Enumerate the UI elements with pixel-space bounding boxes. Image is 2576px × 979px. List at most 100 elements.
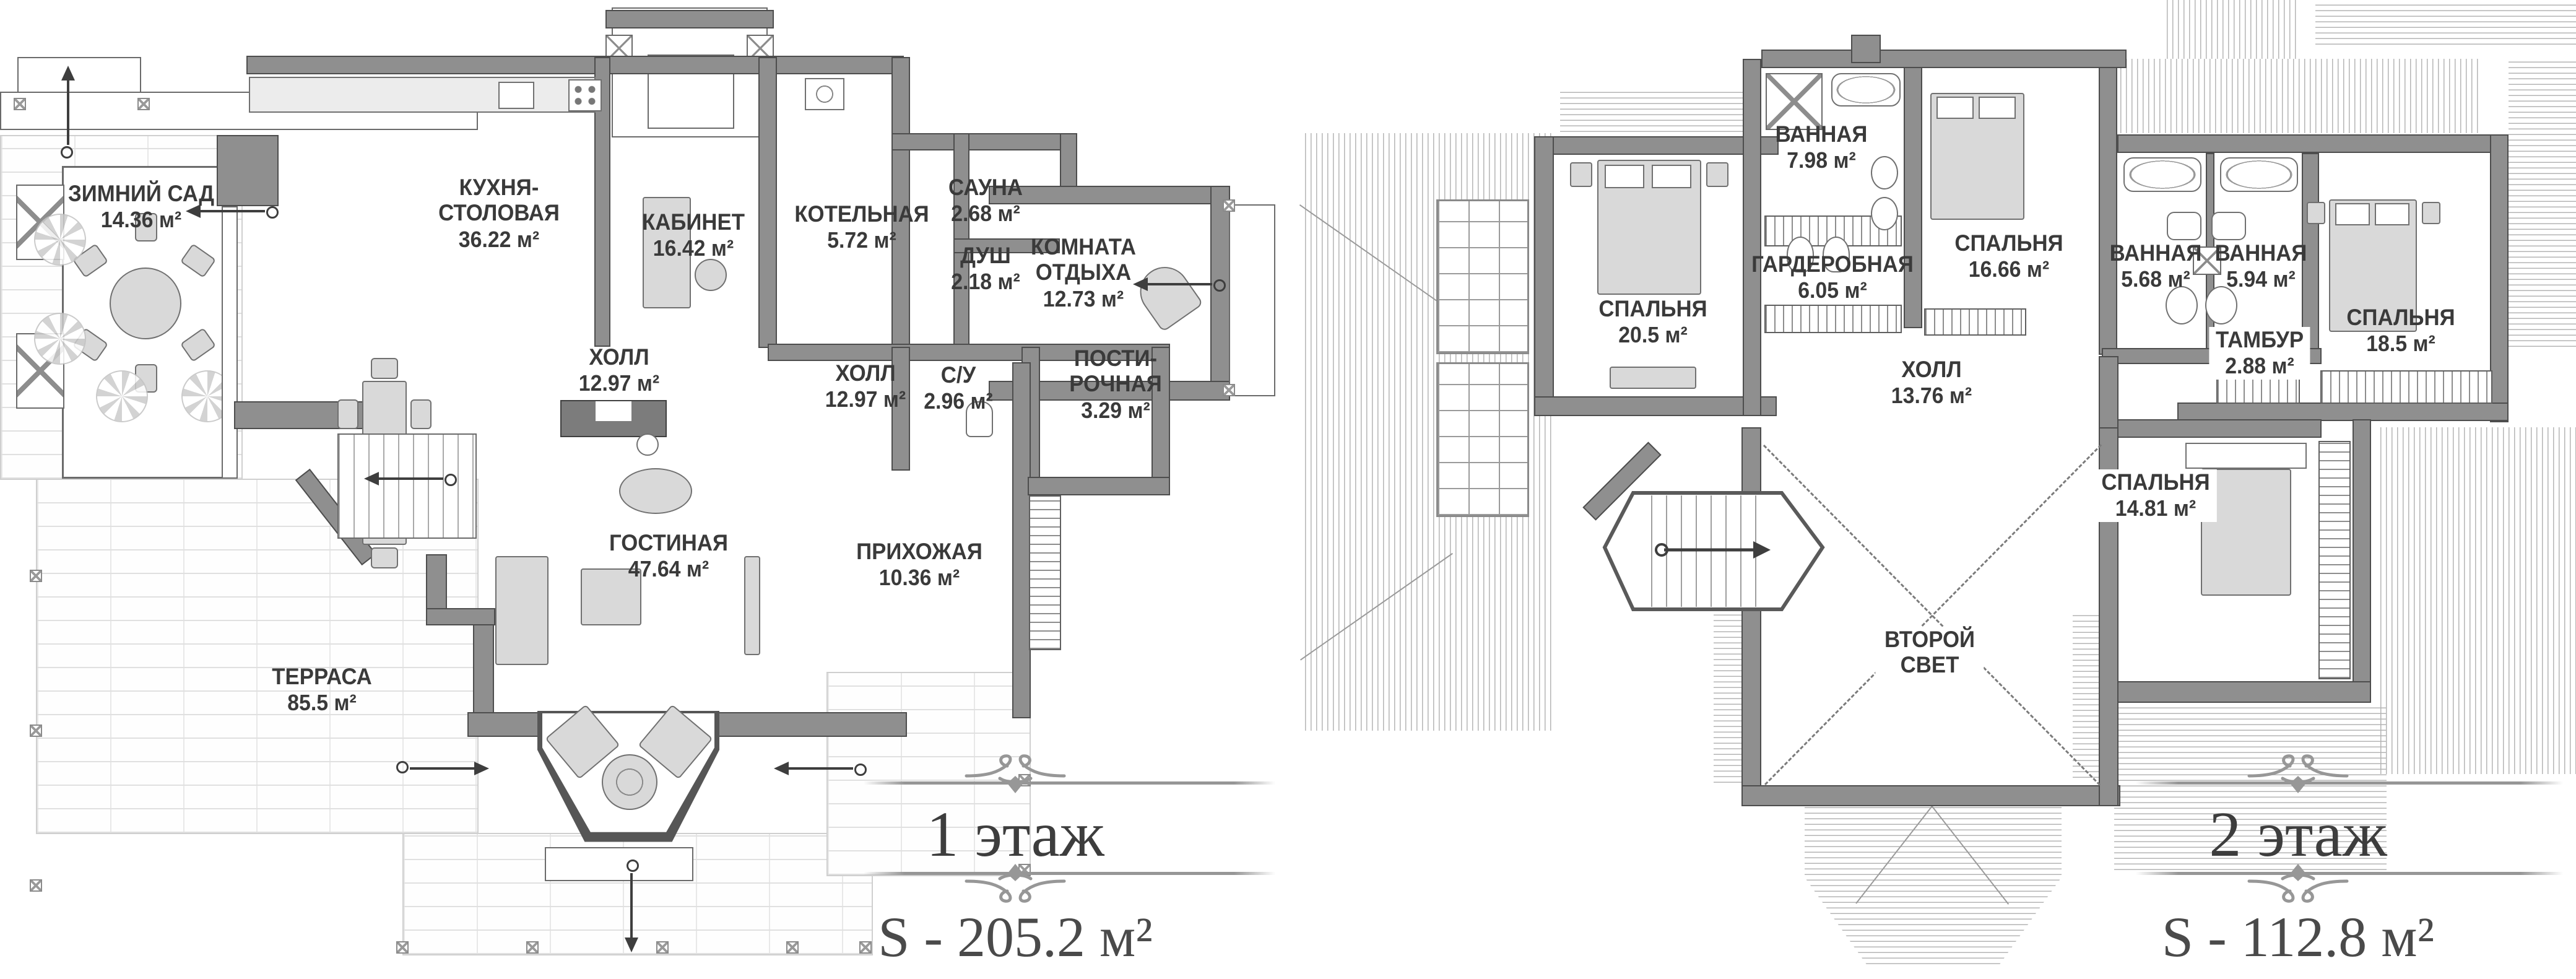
nightstand — [1570, 162, 1592, 187]
entrance-arrow-icon — [61, 66, 75, 159]
floor-total-area: S - 112.8 м² — [2161, 905, 2435, 968]
roof-hatch — [2120, 59, 2483, 133]
caption-divider — [864, 781, 1275, 785]
wall-segment — [217, 135, 279, 206]
bay-steps — [545, 847, 693, 881]
sink — [2167, 212, 2201, 240]
pillow — [1605, 165, 1644, 188]
roof-hatch — [2315, 0, 2576, 45]
wall-segment — [1534, 136, 1779, 155]
staircase-bay — [1602, 491, 1825, 611]
portico-beam — [605, 10, 774, 28]
wall-segment — [696, 712, 907, 737]
wall-segment — [1741, 785, 2120, 806]
wall-segment — [758, 57, 777, 348]
toilet — [2166, 286, 2198, 324]
entrance-arrow-icon — [774, 762, 867, 776]
roof-hatch — [1560, 92, 1746, 137]
chair — [410, 399, 432, 429]
entrance-arrow-icon — [625, 859, 639, 952]
wall-segment — [2490, 134, 2509, 422]
roof-hatch — [2114, 703, 2387, 870]
plant-icon — [96, 370, 148, 422]
pillow — [1652, 165, 1691, 188]
bed — [2201, 469, 2291, 596]
bathtub — [1831, 73, 1901, 107]
railing-post — [656, 941, 669, 954]
round-table — [110, 268, 181, 339]
toilet — [1871, 156, 1898, 189]
sink — [1787, 237, 1814, 272]
bathtub — [2123, 157, 2201, 192]
wall-segment — [467, 712, 542, 737]
wall-segment — [1761, 50, 2127, 68]
flourish-ornament-icon — [965, 864, 1066, 903]
caption-divider — [2136, 781, 2563, 785]
wall-segment — [2099, 681, 2371, 703]
staircase — [337, 433, 477, 539]
wall-segment — [891, 57, 910, 348]
toilet — [966, 401, 993, 437]
wall-segment — [426, 608, 495, 625]
railing-post — [859, 941, 872, 954]
sink — [1823, 237, 1850, 272]
railing-post — [1223, 199, 1235, 212]
desk — [643, 197, 691, 308]
roof-hatch — [2167, 0, 2300, 59]
stair-arrow-icon — [364, 472, 457, 486]
wall-segment — [953, 238, 1060, 253]
shower — [1766, 73, 1823, 130]
wall-segment — [2177, 402, 2509, 421]
pillow — [1936, 97, 1974, 119]
wall-segment — [1904, 67, 1922, 328]
glazed-wall — [222, 206, 238, 479]
wall-segment — [989, 186, 1230, 204]
wall-segment — [1060, 133, 1077, 192]
wall-segment — [2353, 419, 2371, 703]
bidet — [1871, 197, 1898, 230]
pillow-row — [2185, 443, 2307, 469]
entrance-arrow-icon — [1133, 277, 1226, 292]
pillow — [2375, 203, 2409, 225]
railing-post — [786, 941, 799, 954]
railing-post — [526, 941, 539, 954]
side-porch — [1229, 204, 1275, 396]
caption-divider — [864, 872, 1275, 875]
chair — [135, 213, 157, 241]
floor-caption: 1 этаж — [926, 799, 1104, 870]
fireplace-hearth — [596, 401, 631, 421]
tv-bench — [744, 556, 760, 655]
wardrobe-rail — [1029, 495, 1061, 650]
chimney — [1851, 35, 1881, 63]
pendant-lamp — [636, 433, 659, 456]
flourish-ornament-icon — [2247, 754, 2349, 793]
roof-window — [1436, 362, 1529, 517]
entrance-arrow-icon — [396, 761, 489, 775]
wall-segment — [2099, 67, 2117, 355]
wall-segment — [1741, 427, 1761, 806]
nightstand — [2307, 202, 2325, 224]
roof-hatch — [2509, 59, 2576, 347]
floor-caption: 2 этаж — [2209, 799, 2387, 870]
wardrobe-rail — [2320, 370, 2492, 404]
room-label-void: ВТОРОЙ СВЕТ — [1875, 627, 1984, 678]
office-chair — [695, 259, 727, 291]
roof-hatch — [1714, 608, 1742, 783]
railing-post — [30, 570, 42, 582]
entrance-arrow-icon — [186, 204, 279, 219]
nightstand — [2422, 202, 2440, 224]
wall-segment — [2117, 134, 2509, 153]
stove — [568, 79, 602, 111]
